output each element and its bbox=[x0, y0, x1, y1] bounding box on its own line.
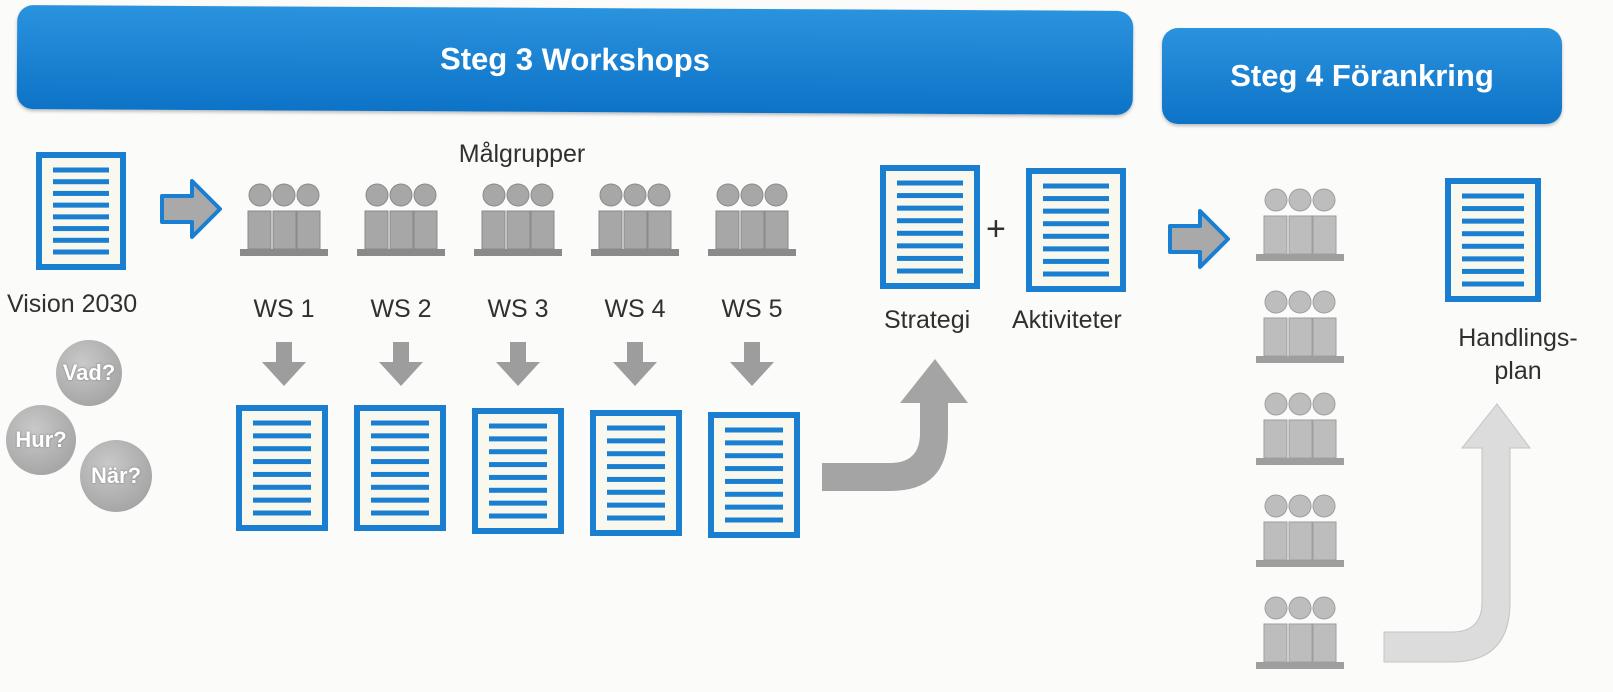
ws-label: WS 1 bbox=[253, 295, 315, 323]
step4-title: Steg 4 Förankring bbox=[1230, 58, 1494, 93]
workshop-document-icon bbox=[708, 412, 800, 538]
blue-right-arrow-icon bbox=[1168, 208, 1230, 270]
workshop-document-icon bbox=[472, 408, 564, 534]
vad-bubble: Vad? bbox=[56, 340, 122, 406]
aktiviteter-label: Aktiviteter bbox=[1012, 306, 1122, 334]
vision-label: Vision 2030 bbox=[7, 290, 138, 318]
people-group-icon bbox=[1254, 494, 1346, 576]
people-group-icon bbox=[589, 183, 681, 265]
vad-text: Vad? bbox=[62, 360, 116, 385]
handlingsplan-line2: plan bbox=[1494, 357, 1542, 385]
blue-right-arrow-icon bbox=[160, 178, 222, 240]
people-group-icon bbox=[706, 183, 798, 265]
curved-up-arrow-icon bbox=[820, 355, 970, 495]
down-arrow-icon bbox=[377, 340, 425, 388]
ws-label: WS 3 bbox=[487, 295, 549, 323]
step4-banner: Steg 4 Förankring bbox=[1162, 28, 1562, 124]
hur-text: Hur? bbox=[15, 427, 67, 452]
step3-title: Steg 3 Workshops bbox=[439, 41, 711, 78]
people-group-icon bbox=[1254, 290, 1346, 372]
workshop-document-icon bbox=[354, 405, 446, 531]
down-arrow-icon bbox=[494, 340, 542, 388]
ws-label: WS 4 bbox=[604, 295, 666, 323]
activities-document-icon bbox=[1026, 168, 1126, 292]
workshop-document-icon bbox=[590, 410, 682, 536]
down-arrow-icon bbox=[611, 340, 659, 388]
nar-text: När? bbox=[90, 463, 142, 488]
hur-bubble: Hur? bbox=[6, 405, 76, 475]
handlingsplan-label: Handlings- plan bbox=[1458, 322, 1578, 388]
ws-label: WS 2 bbox=[370, 295, 432, 323]
plus-icon: + bbox=[986, 210, 1006, 248]
strategy-document-icon bbox=[880, 165, 980, 289]
people-group-icon bbox=[1254, 392, 1346, 474]
people-group-icon bbox=[1254, 596, 1346, 678]
action-plan-document-icon bbox=[1445, 178, 1541, 302]
nar-bubble: När? bbox=[80, 440, 152, 512]
curved-up-arrow-icon bbox=[1382, 400, 1532, 670]
people-group-icon bbox=[238, 183, 330, 265]
vision-document-icon bbox=[36, 152, 126, 270]
strategi-label: Strategi bbox=[884, 306, 971, 334]
ws-label: WS 5 bbox=[721, 295, 783, 323]
down-arrow-icon bbox=[728, 340, 776, 388]
down-arrow-icon bbox=[260, 340, 308, 388]
handlingsplan-line1: Handlings- bbox=[1458, 324, 1578, 352]
workshop-document-icon bbox=[236, 405, 328, 531]
people-group-icon bbox=[1254, 188, 1346, 270]
people-group-icon bbox=[472, 183, 564, 265]
people-group-icon bbox=[355, 183, 447, 265]
malgrupper-label: Målgrupper bbox=[458, 140, 586, 168]
step3-banner: Steg 3 Workshops bbox=[16, 5, 1134, 115]
